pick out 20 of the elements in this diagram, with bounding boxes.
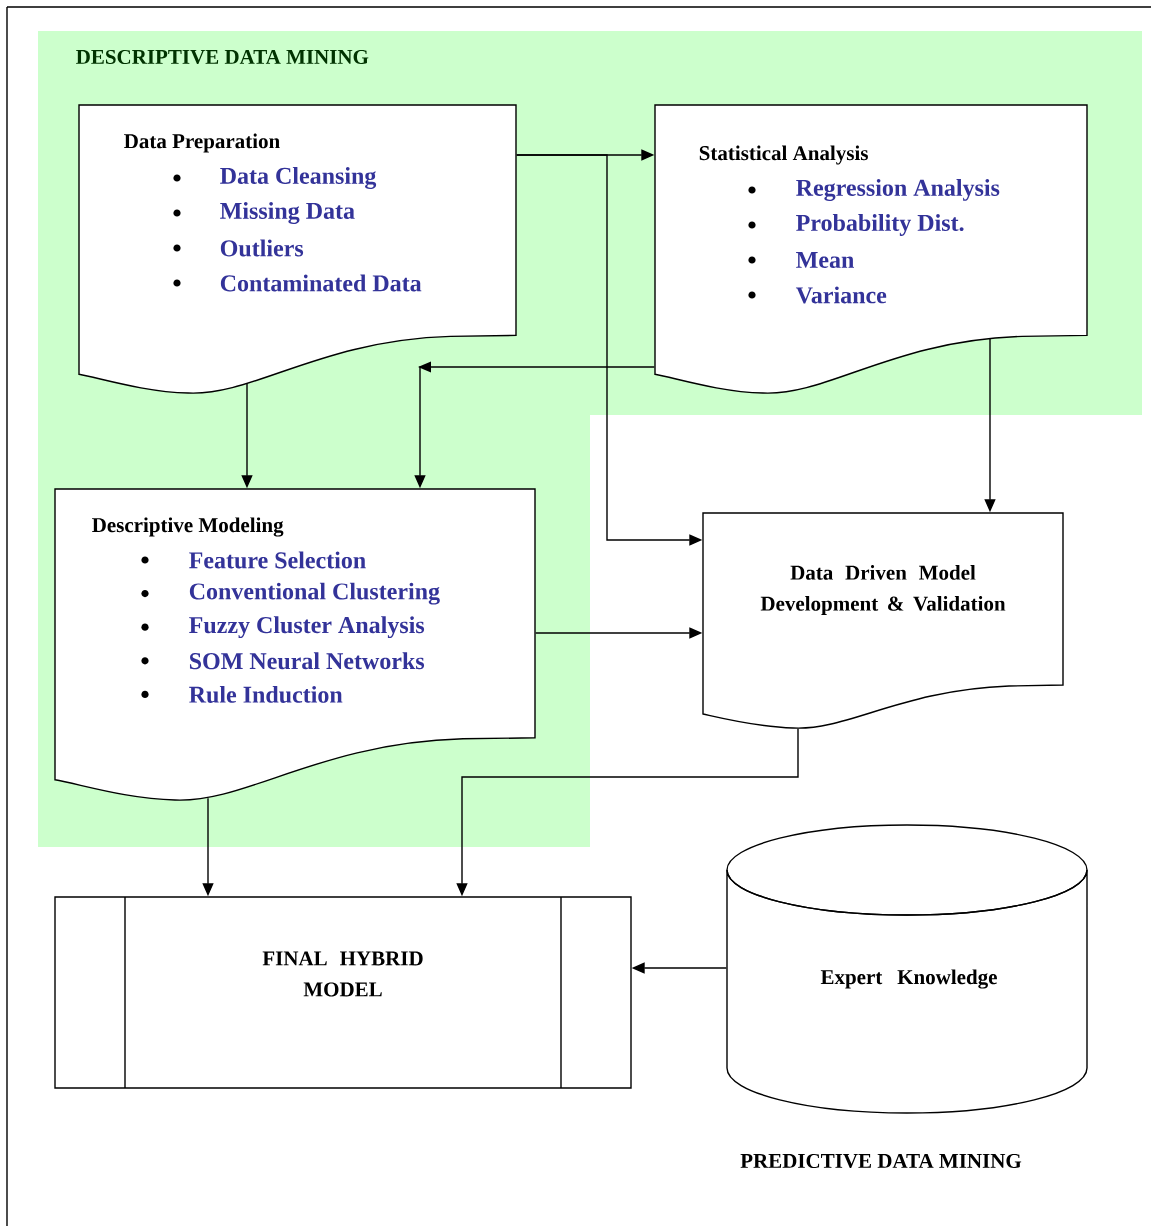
heading: Statistical Analysis	[699, 145, 868, 165]
list-item: Conventional Clustering	[141, 582, 440, 605]
box-text: Data Driven Model Development & Validation	[760, 565, 1006, 616]
list-item: Variance	[748, 286, 887, 304]
list-item: SOM Neural Networks	[141, 652, 425, 670]
region-title: DESCRIPTIVE DATA MINING	[76, 49, 369, 65]
list-item: Mean	[748, 252, 854, 268]
list-item: Feature Selection	[141, 551, 366, 569]
list-item: Regression Analysis	[748, 179, 1000, 201]
list-item: Missing Data	[173, 202, 355, 224]
heading: Descriptive Modeling	[92, 517, 284, 537]
heading: Data Preparation	[124, 133, 280, 153]
list-item: Outliers	[173, 239, 304, 257]
list-item: Contaminated Data	[173, 274, 422, 292]
list-item: Fuzzy Cluster Analysis	[141, 616, 425, 639]
list-item: Data Cleansing	[173, 167, 377, 189]
section-label: PREDICTIVE DATA MINING	[740, 1153, 1022, 1169]
box-text: FINAL HYBRID MODEL	[262, 951, 423, 997]
list-item: Rule Induction	[141, 685, 343, 703]
list-item: Probability Dist.	[748, 214, 964, 236]
